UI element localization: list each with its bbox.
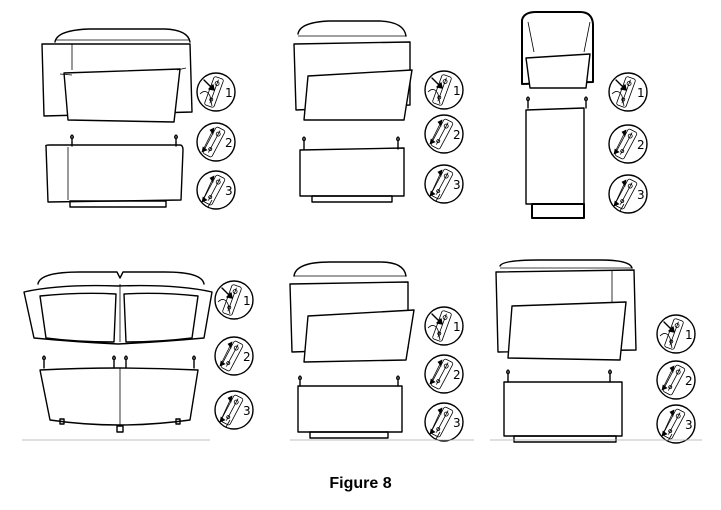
seat-base <box>504 382 622 442</box>
seat-base <box>40 368 198 432</box>
panel-narrow-chair <box>522 12 593 218</box>
step-2-icon: 2 <box>197 123 235 161</box>
step-3-icon: 3 <box>197 171 235 209</box>
step-number: 1 <box>685 328 693 342</box>
step-2-icon: 2 <box>425 115 463 153</box>
step-number: 3 <box>243 404 251 418</box>
latch-pins <box>506 370 611 382</box>
step-number: 2 <box>637 138 645 152</box>
latch-tool-icon <box>663 408 686 439</box>
latch-tool-icon <box>431 406 454 437</box>
step-number: 3 <box>225 184 233 198</box>
step-2-icon: 2 <box>609 125 647 163</box>
latch-tool-icon <box>615 128 638 159</box>
panel-sofa-wide-2 <box>496 260 636 442</box>
latch-tool-icon <box>431 168 454 199</box>
latch-pins <box>42 356 195 368</box>
latch-tool-icon <box>221 340 244 371</box>
step-3-icon: 3 <box>425 403 463 441</box>
latch-tool-icon <box>663 364 686 395</box>
step-number: 3 <box>637 188 645 202</box>
step-number: 3 <box>685 418 693 432</box>
seat-base <box>300 148 404 202</box>
step-number: 1 <box>453 84 461 98</box>
latch-pins <box>298 376 399 386</box>
latch-pins <box>302 137 399 149</box>
latch-tool-icon <box>221 394 244 425</box>
step-3-icon: 3 <box>215 391 253 429</box>
backrest-unit <box>290 262 414 362</box>
step-number: 1 <box>243 294 251 308</box>
latch-tool-icon <box>203 174 226 205</box>
panel-armchair-2 <box>290 262 414 438</box>
step-number: 2 <box>453 128 461 142</box>
latch-tool-icon <box>431 118 454 149</box>
step-number: 2 <box>685 374 693 388</box>
step-1-icon: 1 <box>425 71 463 109</box>
seat-base <box>46 145 183 207</box>
step-1-icon: 1 <box>609 73 647 111</box>
step-number: 2 <box>225 136 233 150</box>
step-1-icon: 1 <box>425 307 463 345</box>
backrest-unit <box>522 12 593 88</box>
step-3-icon: 3 <box>425 165 463 203</box>
latch-tool-icon <box>431 358 454 389</box>
backrest-unit <box>294 21 412 120</box>
panel-loveseat-curved <box>24 272 212 432</box>
step-number: 1 <box>637 86 645 100</box>
step-3-icon: 3 <box>609 175 647 213</box>
step-number: 1 <box>225 86 233 100</box>
step-number: 1 <box>453 320 461 334</box>
latch-tool-icon <box>203 126 226 157</box>
step-1-icon: 1 <box>215 281 253 319</box>
backrest-unit <box>24 272 212 344</box>
step-2-icon: 2 <box>215 337 253 375</box>
figure-caption: Figure 8 <box>0 475 721 493</box>
seat-base <box>298 386 402 438</box>
step-2-icon: 2 <box>657 361 695 399</box>
latch-pins <box>526 97 587 108</box>
panel-armchair <box>294 21 412 202</box>
step-1-icon: 1 <box>657 315 695 353</box>
step-icons-layer: 1 2 3 1 2 3 1 2 3 1 2 3 1 2 3 1 2 3 <box>197 71 695 443</box>
step-1-icon: 1 <box>197 73 235 111</box>
step-number: 2 <box>243 350 251 364</box>
backrest-unit <box>42 29 192 122</box>
step-number: 3 <box>453 178 461 192</box>
backrest-unit <box>496 260 636 360</box>
step-number: 2 <box>453 368 461 382</box>
latch-tool-icon <box>615 178 638 209</box>
step-3-icon: 3 <box>657 405 695 443</box>
step-2-icon: 2 <box>425 355 463 393</box>
seat-base <box>526 108 584 218</box>
panel-sofa-wide <box>42 29 192 207</box>
step-number: 3 <box>453 416 461 430</box>
